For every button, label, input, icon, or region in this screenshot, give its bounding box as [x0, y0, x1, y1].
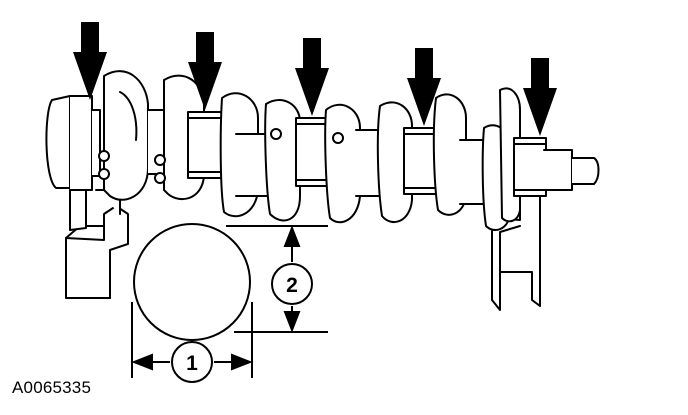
- down-arrow-icon: [523, 58, 557, 136]
- down-arrow-icon: [407, 48, 441, 126]
- callout-2: 2: [271, 263, 313, 305]
- journal-cross-section: [133, 223, 251, 341]
- reference-code: A0065335: [12, 378, 92, 397]
- journal-arrows: [73, 22, 557, 136]
- down-arrow-icon: [188, 32, 222, 110]
- down-arrow-icon: [73, 22, 107, 100]
- callout-1-label: 1: [186, 352, 198, 375]
- dimension-1-group: [131, 223, 253, 378]
- crankshaft-body: [45, 70, 600, 231]
- support-block-left: [65, 189, 129, 299]
- down-arrow-icon: [295, 38, 329, 116]
- callout-1: 1: [171, 341, 213, 383]
- callout-2-label: 2: [286, 274, 298, 297]
- dimension-2-group: [226, 225, 328, 333]
